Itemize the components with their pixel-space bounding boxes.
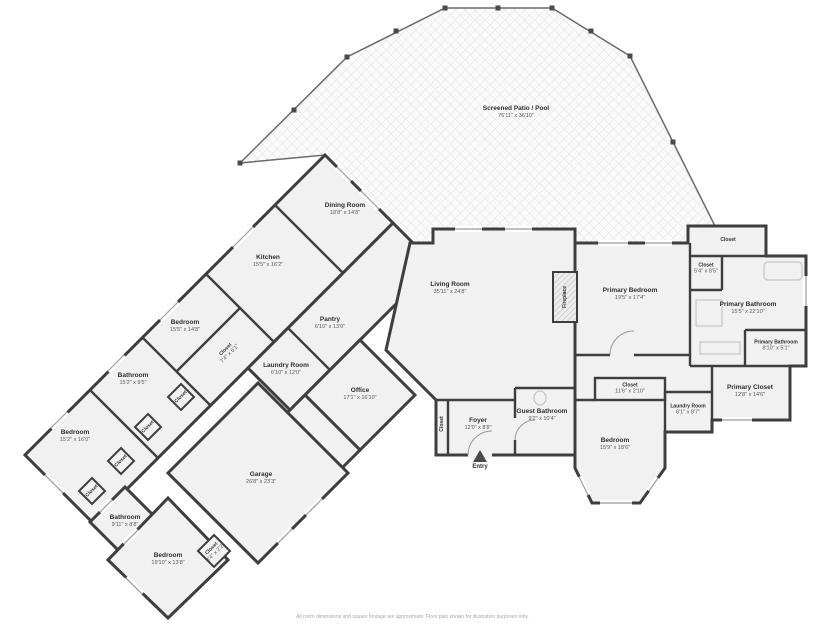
entry-arrow-icon [473, 450, 487, 462]
window-marker [230, 224, 256, 250]
door-gap [511, 418, 519, 440]
closet-box [196, 533, 232, 569]
entry-label: Entry [472, 464, 488, 470]
wall-segment [287, 327, 331, 371]
wall-segment [175, 307, 241, 373]
closet-box [77, 476, 107, 506]
closet-box [593, 376, 667, 402]
window-marker [97, 497, 115, 515]
door-swing [514, 419, 536, 441]
windows [42, 164, 809, 597]
window-marker [123, 575, 145, 597]
door-gap [610, 351, 634, 359]
window-marker [121, 527, 141, 547]
closet-box [166, 382, 196, 412]
garage-area [165, 380, 351, 566]
tub [763, 261, 803, 281]
small-closets [77, 382, 232, 569]
window-marker [105, 352, 127, 374]
interior-walls [89, 204, 806, 459]
window-marker [334, 164, 354, 184]
window-marker [48, 409, 70, 431]
wall-segment [89, 389, 159, 459]
closet-box [106, 446, 136, 476]
window-marker [576, 475, 591, 497]
fireplace [552, 271, 578, 323]
door-swing [467, 430, 493, 456]
shower [695, 299, 723, 327]
window-marker [42, 472, 66, 496]
window-marker [358, 188, 382, 212]
bath-fixtures [533, 261, 803, 406]
window-marker [275, 526, 295, 546]
window-marker [303, 496, 325, 518]
closet-box [133, 412, 163, 442]
window-marker [157, 299, 181, 323]
disclaimer-text: All room dimensions and square footage a… [296, 614, 529, 620]
window-marker [646, 476, 661, 493]
door-swing [609, 330, 635, 356]
wall-segment [274, 204, 344, 274]
toilet [533, 390, 547, 406]
vanity [699, 341, 741, 355]
